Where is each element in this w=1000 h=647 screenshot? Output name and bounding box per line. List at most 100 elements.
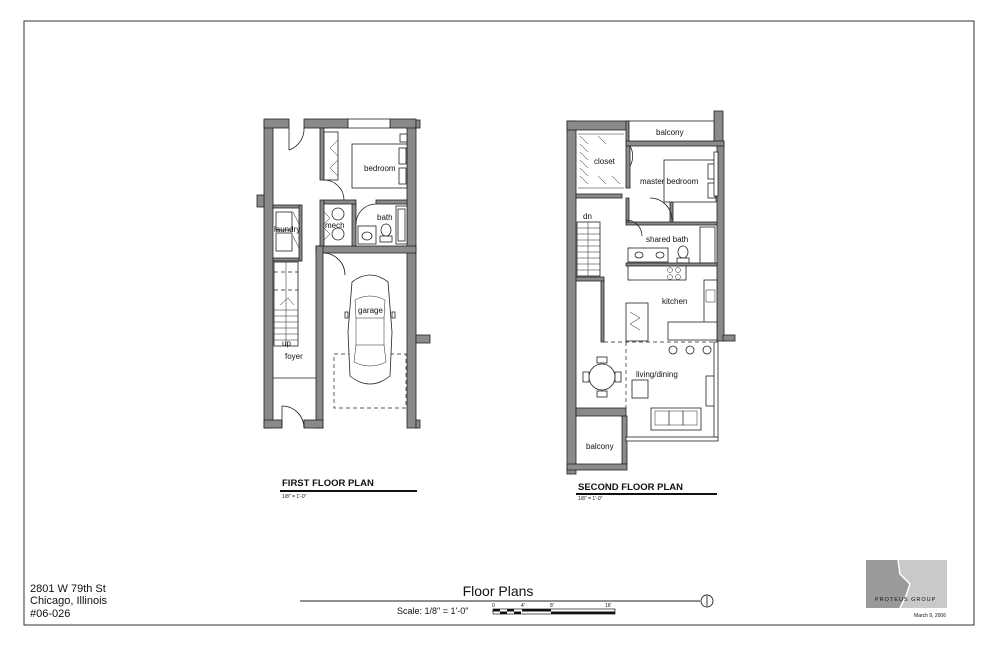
wall (389, 118, 417, 129)
address-line2: Chicago, Illinois (30, 595, 108, 607)
balcony-top (628, 120, 715, 142)
wall (713, 110, 724, 146)
wall (319, 199, 325, 247)
label-dn: dn (583, 212, 592, 221)
wall (722, 334, 736, 342)
washer (275, 211, 293, 231)
second-floor-title: SECOND FLOOR PLAN (578, 482, 683, 493)
window (713, 341, 719, 438)
sofa-cushion (682, 410, 698, 426)
stool (668, 345, 678, 355)
vanity (627, 247, 669, 263)
fireplace (625, 302, 649, 342)
sheet-date: March 9, 2006 (914, 613, 946, 619)
range (667, 267, 681, 280)
project-number: #06-026 (30, 608, 70, 620)
dryer (275, 232, 293, 252)
armchair (631, 379, 649, 399)
label-shared-bath: shared bath (646, 235, 688, 244)
door-swing (281, 405, 305, 429)
sink (634, 251, 644, 259)
pillow (398, 167, 407, 185)
firm-logo-text: PROTEUS GROUP (875, 597, 936, 603)
furnace (331, 227, 345, 241)
label-living-dining: living/dining (636, 370, 678, 379)
toilet (677, 245, 689, 259)
label-laundry: laundry (274, 225, 300, 234)
bed (351, 143, 408, 189)
label-garage: garage (358, 306, 383, 315)
fireplace-symbol (629, 311, 641, 331)
door-swing (649, 197, 673, 221)
closet-door (329, 139, 339, 177)
door-swing (322, 252, 346, 276)
wall (415, 119, 421, 129)
sofa (650, 407, 702, 431)
wall (315, 245, 324, 429)
wall (272, 204, 302, 209)
bed (663, 159, 717, 203)
scale-tick-label: 8' (550, 603, 554, 609)
bathtub (699, 226, 716, 264)
window (347, 118, 391, 129)
sheet-title: Floor Plans (463, 583, 534, 599)
wall (319, 127, 325, 181)
wall (625, 120, 630, 145)
second-floor-scale: 1/8" = 1'-0" (578, 496, 603, 502)
pillow (398, 147, 407, 165)
wall (566, 120, 577, 475)
wall (256, 194, 265, 208)
label-master-bedroom: master bedroom (640, 177, 699, 186)
second-floor-plan: balcony closet master bedroom dn shared … (566, 110, 736, 502)
stairs (576, 221, 601, 277)
first-floor-plan: bedroom bath laundry mech garage up foye… (256, 118, 431, 500)
wall (625, 262, 718, 267)
wall (575, 407, 627, 417)
stool (685, 345, 695, 355)
label-kitchen: kitchen (662, 297, 687, 306)
label-bedroom: bedroom (364, 164, 396, 173)
wall (625, 140, 725, 147)
wall (625, 221, 718, 226)
wall (303, 118, 349, 129)
north-arrow (700, 594, 714, 608)
toilet-tank (379, 235, 393, 243)
sink (361, 231, 373, 241)
bathtub-inner (397, 208, 406, 242)
door-swing (629, 145, 634, 167)
wall (566, 463, 628, 471)
wall (351, 203, 357, 247)
scale-tick-label: 0 (492, 603, 495, 609)
toilet (380, 223, 392, 237)
car (344, 274, 396, 385)
toilet-tank (676, 257, 690, 264)
wall (625, 145, 631, 189)
label-balcony-top: balcony (656, 128, 684, 137)
wall (406, 120, 417, 429)
firm-logo: PROTEUS GROUP (866, 559, 947, 609)
sheet-border (23, 20, 975, 626)
wall (566, 120, 629, 131)
wall (625, 197, 630, 223)
wall (263, 118, 290, 129)
wall (575, 193, 623, 199)
wall (415, 334, 431, 344)
kitchen-counter (627, 265, 687, 281)
door-swing (288, 127, 305, 151)
label-up: up (282, 339, 291, 348)
dining-table (582, 356, 622, 398)
water-heater (331, 207, 345, 221)
nightstand (399, 133, 408, 143)
wall (315, 245, 417, 254)
wall (415, 419, 421, 429)
closet (578, 133, 624, 189)
wall (272, 257, 302, 262)
address-line1: 2801 W 79th St (30, 583, 106, 595)
wall (298, 204, 303, 262)
first-floor-scale: 1/8" = 1'-0" (282, 494, 307, 500)
mech-door (323, 211, 331, 241)
door-swing (355, 203, 377, 225)
wall (575, 276, 605, 282)
label-bath: bath (377, 213, 393, 222)
